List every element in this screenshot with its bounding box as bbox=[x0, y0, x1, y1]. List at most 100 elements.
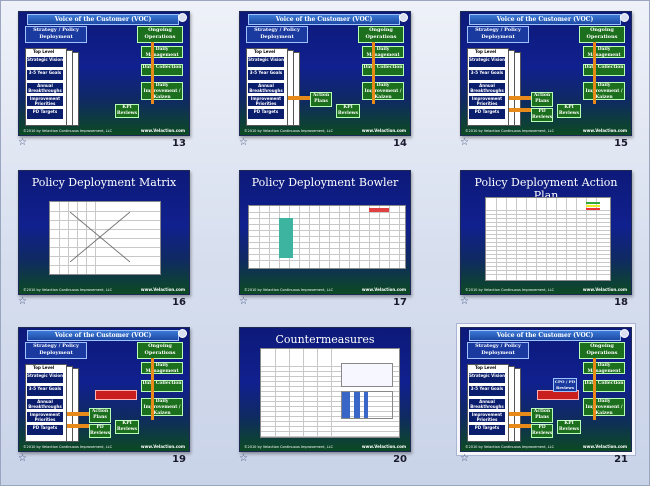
ops-arrow bbox=[372, 42, 375, 104]
slide-preview[interactable]: Voice of the Customer (VOC)Strategy / Po… bbox=[460, 11, 632, 136]
slide-preview[interactable]: Countermeasures©2010 by Velaction Contin… bbox=[239, 327, 411, 452]
footer-url: www.Velaction.com bbox=[361, 128, 406, 133]
star-icon[interactable]: ☆ bbox=[239, 137, 248, 148]
pd-item: Improvement Priorities bbox=[26, 95, 64, 107]
status-red bbox=[586, 208, 600, 210]
slide-thumbnail-16[interactable]: Policy Deployment Matrix©2010 by Velacti… bbox=[18, 170, 190, 315]
grid-line bbox=[486, 270, 610, 271]
ops-item: Data Collection bbox=[583, 380, 625, 392]
ongoing-box: Ongoing Operations bbox=[579, 26, 625, 43]
grid-line bbox=[249, 230, 405, 231]
countermeasures-document bbox=[260, 348, 400, 438]
star-icon[interactable]: ☆ bbox=[239, 453, 248, 464]
grid-line bbox=[486, 242, 610, 243]
bowler-document bbox=[248, 205, 406, 269]
footer-copyright: ©2010 by Velaction Continuous Improvemen… bbox=[23, 288, 113, 292]
star-icon[interactable]: ☆ bbox=[18, 453, 27, 464]
grid-line bbox=[261, 381, 399, 382]
grid-line bbox=[261, 376, 399, 377]
pd-item: PD Targets bbox=[26, 424, 64, 436]
grid-line bbox=[486, 262, 610, 263]
pd-item: Strategic Vision bbox=[468, 56, 506, 68]
kpi-box: KPI Reviews bbox=[557, 420, 581, 434]
top-level-label: Top Level bbox=[33, 49, 55, 54]
grid-line bbox=[486, 214, 610, 215]
star-icon[interactable]: ☆ bbox=[460, 296, 469, 307]
grid-line bbox=[596, 198, 597, 280]
star-icon[interactable]: ☆ bbox=[460, 137, 469, 148]
footer-copyright: ©2010 by Velaction Continuous Improvemen… bbox=[23, 129, 113, 133]
slide-preview[interactable]: Policy Deployment Bowler ©2010 by Velacti… bbox=[239, 170, 411, 295]
footer-url: www.Velaction.com bbox=[582, 128, 627, 133]
slide-preview[interactable]: Policy Deployment Matrix©2010 by Velacti… bbox=[18, 170, 190, 295]
grid-line bbox=[275, 349, 276, 437]
pd-item: Annual Breakthroughs bbox=[468, 82, 506, 94]
pd-item: Improvement Priorities bbox=[247, 95, 285, 107]
ops-item: Daily Management bbox=[141, 46, 183, 58]
grid-line bbox=[389, 206, 390, 268]
slide-thumbnail-13[interactable]: Voice of the Customer (VOC)Strategy / Po… bbox=[18, 11, 190, 156]
grid-line bbox=[303, 349, 304, 437]
pd-item: Annual Breakthroughs bbox=[468, 398, 506, 410]
ops-item: Daily Improvement / Kaizen bbox=[583, 398, 625, 416]
pd-item: Annual Breakthroughs bbox=[26, 82, 64, 94]
action-plans-box: Action Plans bbox=[531, 408, 553, 423]
slide-preview[interactable]: Voice of the Customer (VOC)Strategy / Po… bbox=[18, 11, 190, 136]
slide-thumbnail-17[interactable]: Policy Deployment Bowler ©2010 by Velacti… bbox=[239, 170, 411, 315]
grid-line bbox=[261, 416, 399, 417]
pd-item: 3-5 Year Goals bbox=[26, 69, 64, 81]
star-icon[interactable]: ☆ bbox=[239, 296, 248, 307]
ops-item: Data Collection bbox=[362, 64, 404, 76]
slide-title: Policy Deployment Bowler bbox=[251, 176, 399, 189]
logo-icon bbox=[178, 329, 187, 338]
grid-line bbox=[261, 406, 399, 407]
deploy-arrow-2 bbox=[509, 108, 531, 112]
ops-item: Data Collection bbox=[141, 64, 183, 76]
grid-line bbox=[496, 198, 497, 280]
pd-item: Improvement Priorities bbox=[468, 95, 506, 107]
slide-thumbnail-14[interactable]: Voice of the Customer (VOC)Strategy / Po… bbox=[239, 11, 411, 156]
star-icon[interactable]: ☆ bbox=[18, 296, 27, 307]
slide-preview[interactable]: Voice of the Customer (VOC)Strategy / Po… bbox=[18, 327, 190, 452]
footer-copyright: ©2010 by Velaction Continuous Improvemen… bbox=[244, 288, 334, 292]
grid-line bbox=[486, 210, 610, 211]
slide-thumbnail-18[interactable]: Policy Deployment Action Plan©2010 by Ve… bbox=[460, 170, 632, 315]
footer-copyright: ©2010 by Velaction Continuous Improvemen… bbox=[23, 445, 113, 449]
logo-icon bbox=[399, 13, 408, 22]
pd-item: Strategic Vision bbox=[26, 56, 64, 68]
grid-line bbox=[289, 349, 290, 437]
slide-preview[interactable]: Voice of the Customer (VOC)Strategy / Po… bbox=[457, 324, 635, 455]
grid-line bbox=[379, 206, 380, 268]
slide-number: 17 bbox=[393, 297, 407, 308]
slide-thumbnail-15[interactable]: Voice of the Customer (VOC)Strategy / Po… bbox=[460, 11, 632, 156]
grid-line bbox=[261, 426, 399, 427]
slide-preview[interactable]: Policy Deployment Action Plan©2010 by Ve… bbox=[460, 170, 632, 295]
strategy-box: Strategy / Policy Deployment bbox=[25, 342, 87, 359]
grid-line bbox=[486, 226, 610, 227]
star-icon[interactable]: ☆ bbox=[18, 137, 27, 148]
logo-icon bbox=[620, 13, 629, 22]
grid-line bbox=[349, 206, 350, 268]
kpi-box: KPI Reviews bbox=[336, 104, 360, 118]
ops-arrow bbox=[151, 42, 154, 104]
deploy-arrow bbox=[509, 96, 531, 100]
grid-line bbox=[59, 202, 60, 274]
ops-arrow bbox=[151, 358, 154, 420]
ops-item: Daily Management bbox=[583, 362, 625, 374]
slide-thumbnail-19[interactable]: Voice of the Customer (VOC)Strategy / Po… bbox=[18, 327, 190, 472]
pd-reviews-box: PD Reviews bbox=[531, 424, 553, 438]
pd-item: PD Targets bbox=[247, 108, 285, 120]
slide-thumbnail-21[interactable]: Voice of the Customer (VOC)Strategy / Po… bbox=[457, 324, 635, 472]
pd-item: PD Targets bbox=[26, 108, 64, 120]
grid-line bbox=[486, 218, 610, 219]
logo-icon bbox=[620, 329, 629, 338]
slide-title: Voice of the Customer (VOC) bbox=[27, 14, 179, 25]
slide-preview[interactable]: Voice of the Customer (VOC)Strategy / Po… bbox=[239, 11, 411, 136]
star-icon[interactable]: ☆ bbox=[460, 453, 469, 464]
grid-line bbox=[299, 206, 300, 268]
slide-title: Voice of the Customer (VOC) bbox=[469, 330, 621, 341]
slide-thumbnail-20[interactable]: Countermeasures©2010 by Velaction Contin… bbox=[239, 327, 411, 472]
grid-line bbox=[486, 230, 610, 231]
grid-line bbox=[249, 218, 405, 219]
pd-item: Annual Breakthroughs bbox=[247, 82, 285, 94]
